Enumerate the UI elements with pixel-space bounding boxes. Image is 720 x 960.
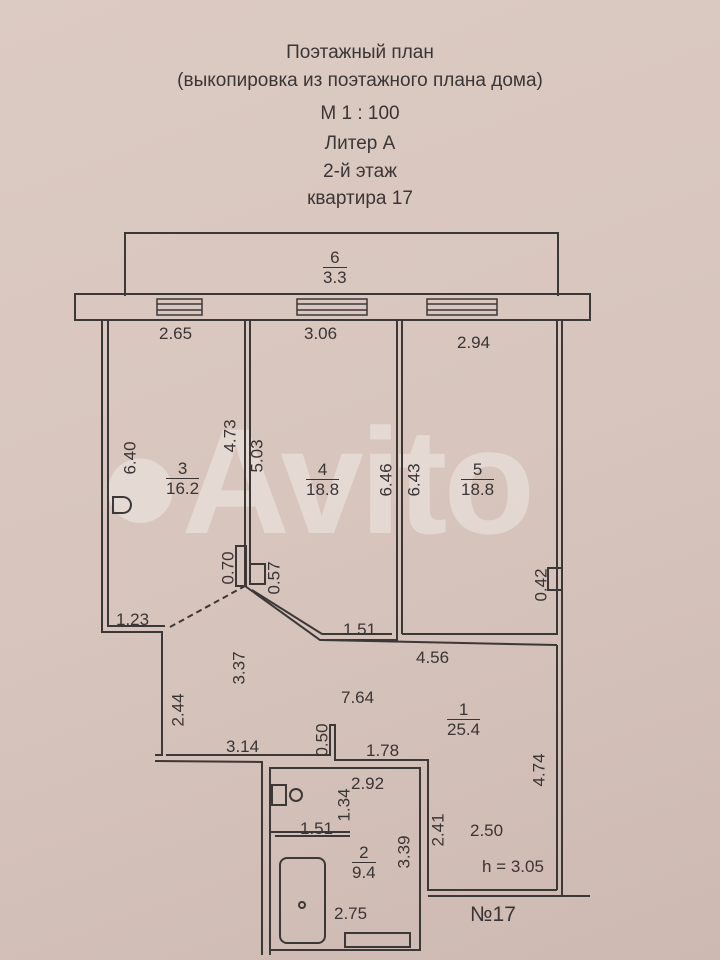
dim: 2.50 <box>470 821 504 840</box>
plan-subtitle: (выкопировка из поэтажного плана дома) <box>177 70 543 91</box>
dim: 1.34 <box>334 788 354 822</box>
dim: 2.94 <box>457 333 491 352</box>
dim: 2.92 <box>351 774 385 793</box>
arch-opening <box>169 585 246 628</box>
ceiling-height: h = 3.05 <box>482 857 544 876</box>
dim: 1.51 <box>343 620 377 639</box>
dim: 1.23 <box>116 610 150 629</box>
wall-room3-left <box>101 320 163 756</box>
dim: 2.41 <box>428 813 448 847</box>
dim: 1.51 <box>300 819 334 838</box>
plan-scale: М 1 : 100 <box>320 103 400 124</box>
dim: 3.06 <box>304 324 338 343</box>
dim: 6.40 <box>120 441 140 475</box>
avito-watermark: ●Avito <box>95 397 535 565</box>
radiator <box>112 496 132 514</box>
dim: 3.37 <box>229 651 249 685</box>
plan-apartment: квартира 17 <box>307 188 413 209</box>
dim: 6.46 <box>376 463 396 497</box>
dim: 2.75 <box>334 904 368 923</box>
toilet <box>271 784 287 806</box>
dim: 0.70 <box>218 551 238 585</box>
dim: 0.57 <box>264 561 284 595</box>
sink <box>344 932 411 948</box>
dim: 4.73 <box>220 419 240 453</box>
plan-title: Поэтажный план <box>286 42 434 63</box>
bathtub <box>279 857 326 944</box>
dim: 3.14 <box>226 737 260 756</box>
dim: 0.42 <box>531 568 551 602</box>
wall-bathroom <box>269 767 421 955</box>
dim: 4.74 <box>529 753 549 787</box>
plan-floor: 2-й этаж <box>323 161 397 182</box>
dim: 5.03 <box>247 439 267 473</box>
balcony-wall <box>124 232 559 296</box>
dim: 4.56 <box>416 648 450 667</box>
plan-liter: Литер А <box>324 133 396 154</box>
facade-wall <box>74 293 591 321</box>
dim: 0.50 <box>312 723 332 757</box>
wall-room5 <box>402 320 558 635</box>
wall-hall <box>166 724 557 891</box>
dim: 7.64 <box>341 688 375 707</box>
dim: 2.44 <box>168 693 188 727</box>
apartment-number: №17 <box>470 903 516 926</box>
dim: 6.43 <box>404 463 424 497</box>
dim: 1.78 <box>366 741 400 760</box>
dim: 3.39 <box>394 835 414 869</box>
windows <box>156 298 498 316</box>
dim: 2.65 <box>159 324 193 343</box>
